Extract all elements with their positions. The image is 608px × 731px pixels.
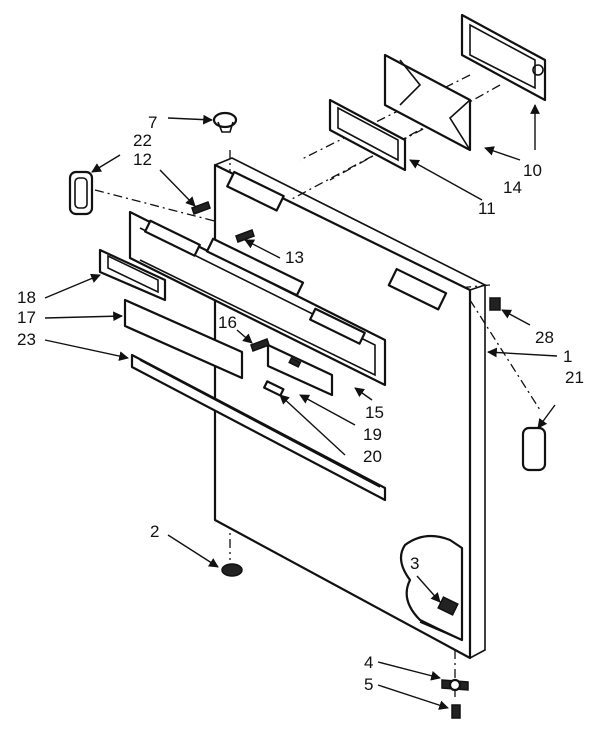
control-console (128, 210, 387, 387)
bottom-screw (451, 704, 461, 719)
gasket-plate (383, 53, 472, 152)
callout-11: 11 (478, 199, 496, 218)
callout-23: 23 (17, 330, 36, 349)
callout-14: 14 (503, 178, 522, 197)
callout-12: 12 (133, 150, 152, 169)
callout-17: 17 (17, 308, 36, 327)
callout-7: 7 (148, 113, 157, 132)
callout-2: 2 (150, 522, 159, 541)
callout-1: 1 (563, 347, 572, 366)
foot (221, 563, 243, 577)
callout-15: 15 (365, 403, 384, 422)
screw-13 (235, 229, 255, 243)
latch-cutout (399, 534, 464, 642)
callout-3: 3 (410, 554, 419, 573)
latch-housing (460, 13, 547, 102)
callout-19: 19 (363, 425, 382, 444)
callout-22: 22 (133, 131, 152, 150)
callout-21: 21 (565, 368, 584, 387)
end-cap-right (521, 426, 547, 472)
callout-28: 28 (535, 328, 554, 347)
end-cap-left (68, 170, 94, 216)
callout-13: 13 (285, 248, 304, 267)
knob (212, 111, 238, 133)
callout-16: 16 (218, 313, 237, 332)
button-insert (266, 343, 334, 397)
clip-28 (489, 297, 501, 311)
callout-4: 4 (364, 653, 373, 672)
label-plate (123, 298, 244, 380)
callout-5: 5 (364, 675, 373, 694)
callout-18: 18 (17, 288, 36, 307)
callout-20: 20 (363, 447, 382, 466)
screw-12 (191, 201, 211, 215)
bottom-hinge-part (441, 678, 469, 692)
callout-10: 10 (523, 161, 542, 180)
leader-arrows (44, 104, 558, 710)
callout-labels: 7 22 12 13 18 17 23 16 15 19 20 28 1 21 … (17, 113, 584, 694)
mounting-bracket (328, 98, 407, 172)
screw-16 (250, 338, 270, 352)
handle (98, 248, 167, 302)
small-pin (263, 380, 285, 397)
trim-strip (130, 353, 387, 502)
